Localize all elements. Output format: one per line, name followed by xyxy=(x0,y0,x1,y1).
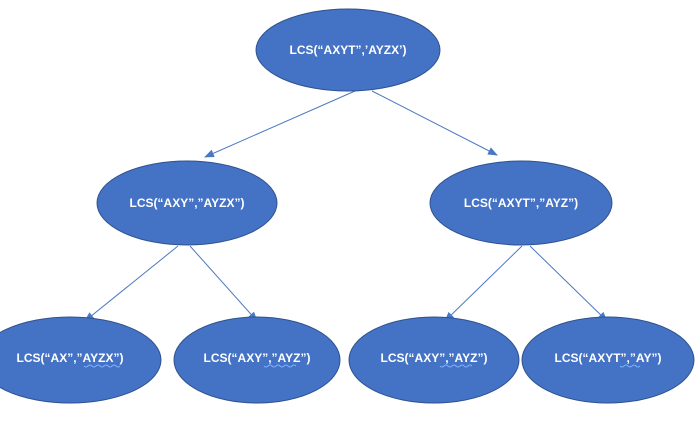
edge-root-to-right xyxy=(371,90,498,156)
node-root-ellipse xyxy=(255,8,441,92)
edge-right-to-rl xyxy=(444,245,523,322)
edge-root-to-left xyxy=(204,90,356,158)
node-left-left-ellipse xyxy=(0,316,162,404)
node-left-label: LCS(“AXY”,”AYZX”) xyxy=(130,196,245,210)
spellcheck-underline xyxy=(83,364,121,368)
node-right-left-label: LCS(“AXY”,”AYZ”) xyxy=(381,351,488,365)
node-left-right-ellipse xyxy=(173,316,341,404)
node-right-right: LCS(“AXYT”,”AY”) xyxy=(521,316,695,404)
node-right-left-ellipse xyxy=(348,316,520,404)
node-left-right-label: LCS(“AXY”,”AYZ”) xyxy=(204,351,311,365)
node-right-left: LCS(“AXY”,”AYZ”) xyxy=(348,316,520,404)
edge-left-to-lr xyxy=(189,245,258,322)
node-right-label: LCS(“AXYT”,”AYZ”) xyxy=(464,196,578,210)
edge-right-to-rr xyxy=(529,245,608,322)
node-root: LCS(“AXYT”,’AYZX’) xyxy=(255,8,441,92)
spellcheck-underline xyxy=(439,364,473,368)
node-left-right: LCS(“AXY”,”AYZ”) xyxy=(173,316,341,404)
node-right-right-ellipse xyxy=(521,316,695,404)
edge-left-to-ll xyxy=(84,245,179,322)
spellcheck-underline xyxy=(263,364,297,368)
node-right-ellipse xyxy=(429,160,613,246)
node-right: LCS(“AXYT”,”AYZ”) xyxy=(429,160,613,246)
node-left-ellipse xyxy=(96,160,278,246)
node-left: LCS(“AXY”,”AYZX”) xyxy=(96,160,278,246)
node-right-right-label: LCS(“AXYT”,”AY”) xyxy=(555,351,662,365)
node-left-left: LCS(“AX”,”AYZX”) xyxy=(0,316,162,404)
spellcheck-underline xyxy=(619,364,641,368)
edges xyxy=(84,90,608,322)
node-root-label: LCS(“AXYT”,’AYZX’) xyxy=(290,43,407,57)
node-left-left-label: LCS(“AX”,”AYZX”) xyxy=(17,351,124,365)
